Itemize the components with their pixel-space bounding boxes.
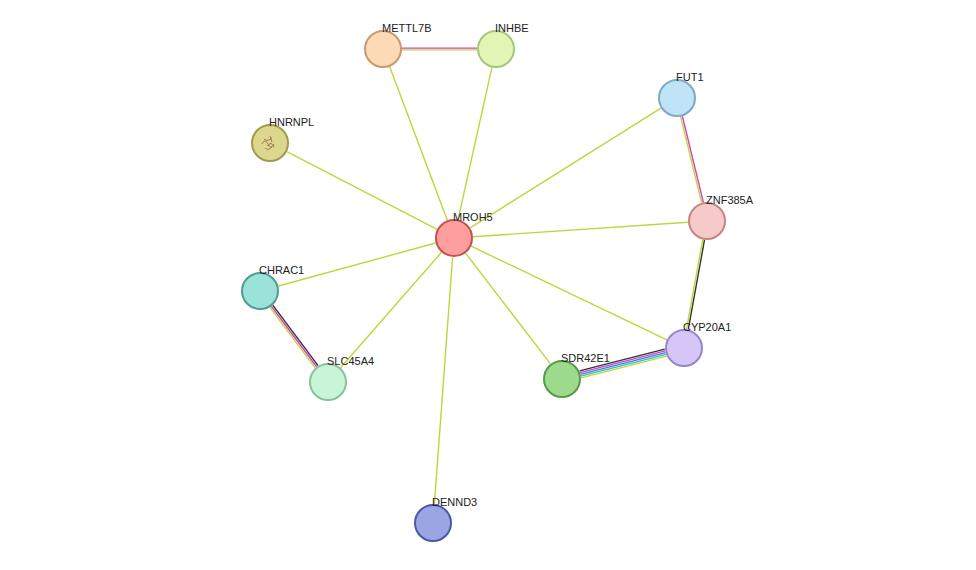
structure-sketch [262, 136, 274, 149]
protein-node: CYP20A1 [665, 329, 703, 367]
edge-strand [271, 306, 316, 367]
node-label: DENND3 [432, 496, 477, 509]
node-fill [310, 364, 346, 400]
interaction-edge [434, 257, 452, 504]
node-circle [364, 30, 402, 68]
interaction-edge [287, 152, 437, 230]
interaction-edge [471, 246, 667, 340]
edge-strand [458, 68, 492, 220]
edge-strand [270, 307, 315, 368]
node-fill [478, 31, 514, 67]
node-label: ZNF385A [706, 194, 753, 207]
node-label: HNRNPL [269, 116, 314, 129]
protein-node: METTL7B [364, 30, 402, 68]
node-circle [665, 329, 703, 367]
protein-node: CHRAC1 [241, 272, 279, 310]
node-fill [436, 220, 472, 256]
edge-strand [470, 108, 661, 228]
protein-node: DENND3 [414, 504, 452, 542]
node-label: CHRAC1 [259, 264, 304, 277]
node-fill [689, 203, 725, 239]
node-label: SLC45A4 [327, 355, 374, 368]
node-circle [688, 202, 726, 240]
interaction-edge [402, 48, 477, 50]
edge-strand [688, 240, 704, 330]
node-fill [666, 330, 702, 366]
edge-strand [466, 253, 551, 364]
node-fill [365, 31, 401, 67]
node-label: FUT1 [676, 71, 704, 84]
node-label: MROH5 [453, 211, 493, 224]
edge-strand [687, 240, 703, 330]
interaction-edge [341, 252, 442, 367]
edge-strand [471, 246, 667, 340]
interaction-edge [681, 116, 704, 203]
interaction-edge [473, 222, 688, 236]
interaction-edge [687, 240, 705, 330]
protein-node: ZNF385A [688, 202, 726, 240]
edge-strand [473, 222, 688, 236]
edge-strand [390, 67, 448, 220]
protein-node: HNRNPL [251, 124, 289, 162]
edge-strand [681, 117, 702, 203]
interaction-edge [458, 68, 492, 220]
edge-strand [402, 49, 477, 50]
node-fill [659, 80, 695, 116]
interaction-edge [470, 108, 661, 228]
node-circle [477, 30, 515, 68]
protein-node: FUT1 [658, 79, 696, 117]
edge-strand [341, 252, 442, 367]
edge-strand [434, 257, 452, 504]
protein-node: MROH5 [435, 219, 473, 257]
node-fill [252, 125, 288, 161]
protein-node: INHBE [477, 30, 515, 68]
node-label: INHBE [495, 22, 529, 35]
edge-strand [682, 116, 703, 202]
node-circle [309, 363, 347, 401]
node-circle [251, 124, 289, 162]
node-label: CYP20A1 [683, 321, 731, 334]
node-fill [415, 505, 451, 541]
protein-node: SDR42E1 [543, 360, 581, 398]
node-circle [658, 79, 696, 117]
node-circle [543, 360, 581, 398]
edge-strand [287, 152, 437, 230]
protein-node: SLC45A4 [309, 363, 347, 401]
node-fill [544, 361, 580, 397]
edge-strand [273, 305, 318, 366]
node-circle [241, 272, 279, 310]
node-label: METTL7B [382, 22, 432, 35]
node-circle [435, 219, 473, 257]
interaction-edge [466, 253, 551, 364]
node-circle [414, 504, 452, 542]
edge-strand [402, 47, 477, 48]
interaction-edge [270, 305, 318, 368]
node-fill [242, 273, 278, 309]
interaction-edge [390, 67, 448, 220]
node-label: SDR42E1 [561, 352, 610, 365]
